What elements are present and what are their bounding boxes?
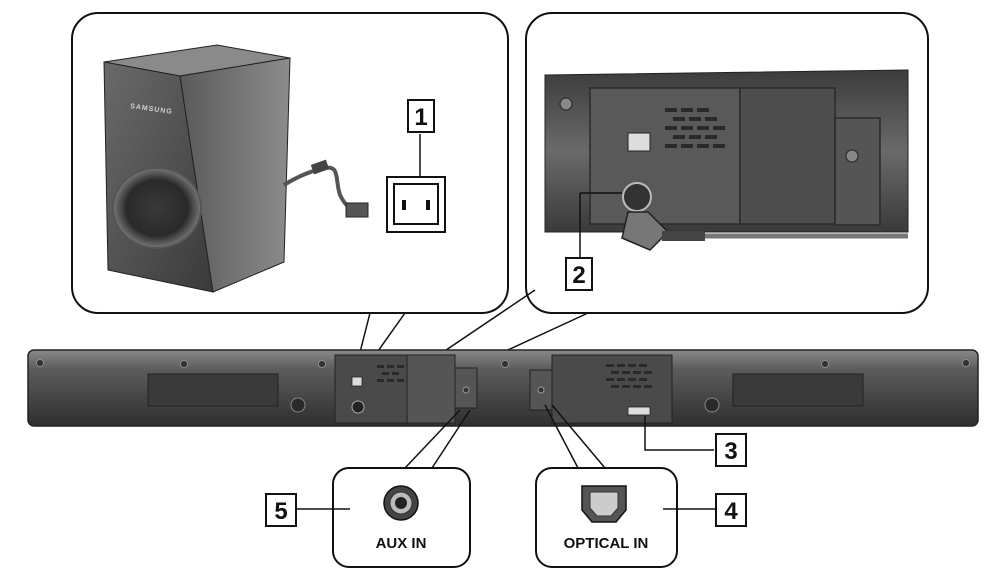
dc-jack-icon bbox=[622, 182, 652, 212]
vent-grille-icon bbox=[665, 108, 725, 148]
callout-1: 1 bbox=[407, 99, 435, 133]
svg-text:5: 5 bbox=[274, 498, 287, 525]
screw-icon bbox=[559, 97, 573, 111]
dc-plug-icon bbox=[621, 211, 670, 251]
svg-text:4: 4 bbox=[724, 498, 738, 525]
zoom-panel-dc-jack: 2 bbox=[525, 12, 929, 314]
subwoofer-illustration: SAMSUNG bbox=[103, 44, 369, 293]
screw-icon bbox=[845, 149, 859, 163]
optical-in-label: OPTICAL IN bbox=[564, 535, 649, 552]
usb-port-icon bbox=[627, 132, 651, 152]
svg-text:2: 2 bbox=[572, 262, 585, 289]
soundbar-illustration bbox=[27, 349, 979, 427]
optical-port-icon bbox=[581, 485, 627, 523]
callout-3: 3 bbox=[715, 433, 747, 467]
optical-in-panel: OPTICAL IN bbox=[535, 467, 678, 568]
aux-jack-icon bbox=[383, 485, 419, 521]
power-socket-icon bbox=[386, 176, 446, 233]
zoom-panel-subwoofer: SAMSUNG 1 bbox=[71, 12, 509, 314]
callout-5: 5 bbox=[265, 493, 297, 527]
aux-in-label: AUX IN bbox=[376, 535, 427, 552]
callout-4: 4 bbox=[715, 493, 747, 527]
svg-text:1: 1 bbox=[414, 104, 427, 131]
power-plug-icon bbox=[345, 202, 369, 218]
callout-2: 2 bbox=[565, 257, 593, 291]
svg-text:3: 3 bbox=[724, 438, 737, 465]
aux-in-panel: AUX IN bbox=[332, 467, 471, 568]
